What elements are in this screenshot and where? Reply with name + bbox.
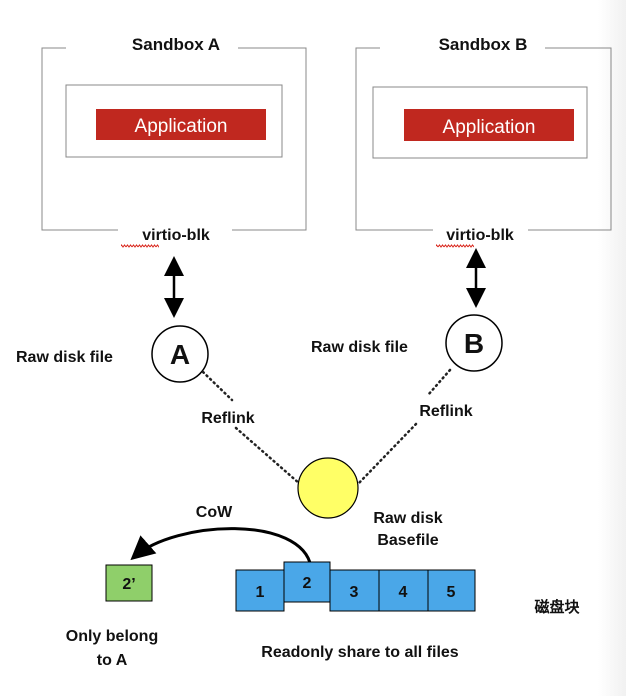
reflink-a-label: Reflink — [201, 410, 254, 427]
raw-disk-file-a-letter: A — [170, 339, 190, 370]
disk-block-2 — [283, 561, 331, 603]
basefile-label-line2: Basefile — [377, 532, 438, 549]
sandbox-b-application-box — [404, 109, 574, 141]
sandbox-b-frame-left — [355, 47, 433, 231]
disk-block-5-label: 5 — [447, 584, 456, 601]
sandbox-a-frame-right — [232, 47, 307, 231]
shared-blocks-caption: Readonly share to all files — [261, 644, 459, 661]
disk-block-1-label: 1 — [256, 584, 265, 601]
sandbox-a: Sandbox A Application virtio-blk — [41, 35, 307, 248]
cow-block-label: 2’ — [122, 576, 135, 593]
raw-disk-file-a: Raw disk file A — [16, 325, 209, 383]
disk-blocks-side-label: 磁盘块 — [534, 598, 580, 616]
sandbox-b-virtio-label: virtio-blk — [446, 227, 514, 244]
sandbox-b-spellcheck-underline — [436, 244, 474, 248]
raw-disk-file-b-caption: Raw disk file — [311, 339, 408, 356]
raw-disk-file-b: Raw disk file B — [311, 314, 503, 372]
cow-block-box — [105, 564, 153, 602]
sandbox-a-virtio-label: virtio-blk — [142, 227, 210, 244]
sandbox-a-application-box — [96, 109, 266, 140]
disk-block-4-label: 4 — [399, 584, 408, 601]
disk-block-4 — [378, 569, 429, 612]
reflink-a-dotted-line — [201, 370, 302, 486]
cow-caption-line2: to A — [97, 652, 128, 669]
cow-arrow — [130, 527, 313, 568]
disk-block-5 — [427, 569, 476, 612]
raw-disk-file-b-letter: B — [464, 328, 484, 359]
right-edge-shade — [598, 0, 626, 696]
disk-block-2-label: 2 — [303, 575, 312, 592]
disk-block-3 — [329, 569, 380, 612]
raw-disk-basefile: Raw disk Basefile — [297, 457, 443, 549]
shared-disk-blocks: 1 3 4 5 2 Readonly share to all files 磁盘… — [235, 561, 580, 661]
disk-block-3-label: 3 — [350, 584, 359, 601]
basefile-circle — [297, 457, 359, 519]
sandbox-a-app-container — [65, 84, 283, 158]
sandbox-a-spellcheck-underline — [121, 244, 159, 248]
raw-disk-file-b-circle — [445, 314, 503, 372]
cow-label: CoW — [196, 504, 233, 521]
sandbox-a-frame-left — [41, 47, 118, 231]
sandbox-b-title: Sandbox B — [439, 35, 528, 54]
cow-block: 2’ Only belong to A — [66, 564, 158, 669]
cow-caption-line1: Only belong — [66, 628, 158, 645]
sandbox-b-app-container — [372, 86, 588, 159]
basefile-label-line1: Raw disk — [373, 510, 442, 527]
sandbox-a-title: Sandbox A — [132, 35, 220, 54]
raw-disk-file-a-caption: Raw disk file — [16, 349, 113, 366]
sandbox-a-application-label: Application — [135, 116, 228, 137]
reflink-b-dotted-line — [356, 368, 452, 486]
reflink-b-label: Reflink — [419, 403, 472, 420]
sandbox-b-frame-right — [528, 47, 612, 231]
sandbox-b-application-label: Application — [443, 117, 536, 138]
raw-disk-file-a-circle — [151, 325, 209, 383]
sandbox-b: Sandbox B Application virtio-blk — [355, 35, 612, 248]
